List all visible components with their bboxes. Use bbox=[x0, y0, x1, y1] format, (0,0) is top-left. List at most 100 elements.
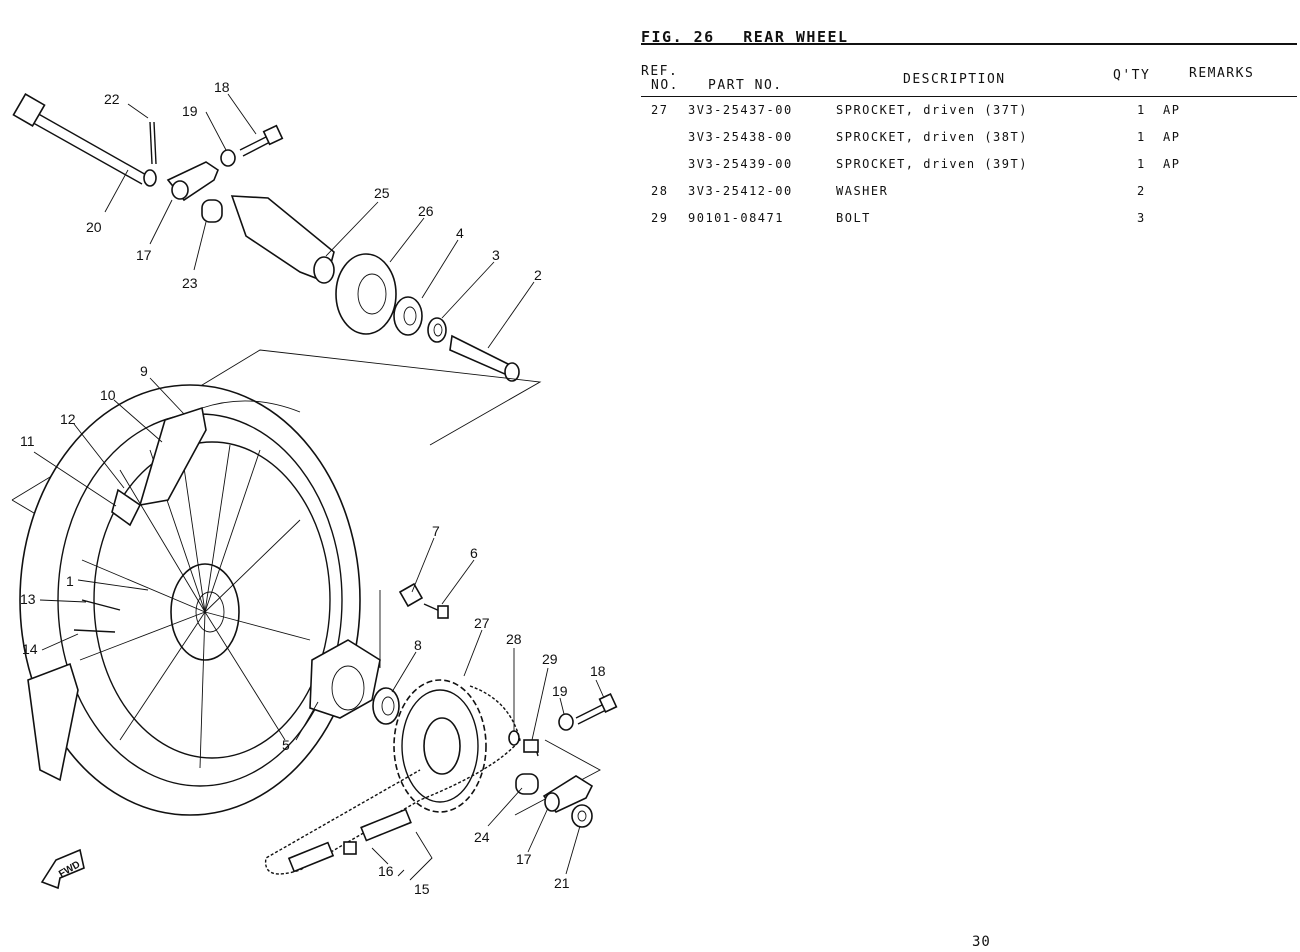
washer-28 bbox=[508, 730, 520, 746]
ref-cell: 27 bbox=[651, 103, 669, 117]
remarks-cell: AP bbox=[1163, 130, 1181, 144]
callouts: 22 18 19 20 17 23 25 26 4 3 2 9 10 12 11… bbox=[20, 79, 606, 897]
lock-washer bbox=[398, 582, 424, 608]
ref-cell: 29 bbox=[651, 211, 669, 225]
part-no-cell: 3V3-25437-00 bbox=[688, 103, 793, 117]
table-header-rule bbox=[641, 96, 1297, 97]
col-description: DESCRIPTION bbox=[903, 72, 1006, 87]
callout-6: 6 bbox=[470, 545, 478, 561]
description-cell: WASHER bbox=[836, 184, 889, 198]
col-part-no: PART NO. bbox=[708, 78, 783, 93]
callout-28: 28 bbox=[506, 631, 522, 647]
exploded-parts-diagram: FWD 22 18 19 20 17 23 25 26 4 3 2 9 10 bbox=[11, 79, 618, 897]
col-ref-line2: NO. bbox=[651, 78, 679, 93]
parts-table-header: REF. NO. PART NO. DESCRIPTION Q'TY REMAR… bbox=[641, 62, 1297, 96]
ref-cell: 28 bbox=[651, 184, 669, 198]
description-cell: SPROCKET, driven (38T) bbox=[836, 130, 1028, 144]
leader-lines bbox=[33, 93, 605, 881]
callout-4: 4 bbox=[456, 225, 464, 241]
remarks-cell: AP bbox=[1163, 157, 1181, 171]
header-rule bbox=[641, 43, 1297, 45]
brake-hub bbox=[335, 253, 397, 335]
parts-table: 27 3V3-25437-00 SPROCKET, driven (37T) 1… bbox=[641, 100, 1297, 235]
qty-cell: 1 bbox=[1137, 157, 1146, 171]
tire-section-lower bbox=[27, 662, 79, 782]
axle-nut bbox=[571, 804, 593, 828]
bolt-lower bbox=[575, 693, 618, 725]
callout-21: 21 bbox=[554, 875, 570, 891]
page-number: 30 bbox=[972, 934, 991, 950]
chain-puller-right bbox=[542, 775, 594, 813]
description-cell: BOLT bbox=[836, 211, 871, 225]
callout-27: 27 bbox=[474, 615, 490, 631]
tire-section bbox=[111, 400, 301, 527]
spacer bbox=[449, 334, 520, 382]
callout-3: 3 bbox=[492, 247, 500, 263]
figure-header: FIG. 26 REAR WHEEL bbox=[641, 28, 867, 46]
collar bbox=[201, 199, 223, 223]
callout-5: 5 bbox=[282, 737, 290, 753]
part-no-cell: 3V3-25439-00 bbox=[688, 157, 793, 171]
callout-23: 23 bbox=[182, 275, 198, 291]
callout-13: 13 bbox=[20, 591, 36, 607]
rear-axle bbox=[12, 93, 157, 187]
callout-15: 15 bbox=[414, 881, 430, 897]
col-qty: Q'TY bbox=[1113, 68, 1151, 83]
washer-top bbox=[220, 149, 236, 167]
fwd-arrow: FWD bbox=[40, 848, 85, 890]
qty-cell: 1 bbox=[1137, 130, 1146, 144]
cotter-pin bbox=[149, 121, 157, 165]
spoke-nipple-2 bbox=[73, 629, 116, 633]
spoke-nipple bbox=[81, 599, 121, 611]
callout-11: 11 bbox=[20, 433, 35, 449]
callout-17-top: 17 bbox=[136, 247, 152, 263]
figure-title: REAR WHEEL bbox=[743, 28, 849, 46]
description-cell: SPROCKET, driven (37T) bbox=[836, 103, 1028, 117]
callout-16: 16 bbox=[378, 863, 394, 879]
chain-puller-left bbox=[166, 161, 219, 202]
table-row: 29 90101-08471 BOLT 3 bbox=[641, 208, 1297, 235]
bearing-lower bbox=[372, 687, 400, 725]
brake-stay bbox=[230, 195, 335, 284]
washer-lower bbox=[558, 713, 574, 731]
chain-joint bbox=[287, 808, 412, 873]
callout-24: 24 bbox=[474, 829, 490, 845]
hub-bolt bbox=[423, 603, 449, 619]
callout-25: 25 bbox=[374, 185, 390, 201]
remarks-cell: AP bbox=[1163, 103, 1181, 117]
description-cell: SPROCKET, driven (39T) bbox=[836, 157, 1028, 171]
oil-seal bbox=[427, 317, 447, 343]
spokes bbox=[79, 439, 311, 769]
callout-22: 22 bbox=[104, 91, 120, 107]
table-row: 28 3V3-25412-00 WASHER 2 bbox=[641, 181, 1297, 208]
callout-18-lower: 18 bbox=[590, 663, 606, 679]
bolt-top bbox=[239, 124, 284, 157]
col-remarks: REMARKS bbox=[1189, 66, 1255, 81]
part-no-cell: 90101-08471 bbox=[688, 211, 784, 225]
drive-chain bbox=[264, 685, 521, 875]
col-ref-line1: REF. bbox=[641, 64, 679, 79]
callout-26: 26 bbox=[418, 203, 434, 219]
table-row: 27 3V3-25437-00 SPROCKET, driven (37T) 1… bbox=[641, 100, 1297, 127]
table-row: 3V3-25439-00 SPROCKET, driven (39T) 1 AP bbox=[641, 154, 1297, 181]
callout-17-lower: 17 bbox=[516, 851, 532, 867]
table-row: 3V3-25438-00 SPROCKET, driven (38T) 1 AP bbox=[641, 127, 1297, 154]
callout-19-lower: 19 bbox=[552, 683, 568, 699]
figure-number: FIG. 26 bbox=[641, 28, 715, 46]
callout-18-top: 18 bbox=[214, 79, 230, 95]
callout-12: 12 bbox=[60, 411, 76, 427]
clutch-hub bbox=[309, 639, 381, 719]
callout-1: 1 bbox=[66, 573, 74, 589]
callout-8: 8 bbox=[414, 637, 422, 653]
qty-cell: 1 bbox=[1137, 103, 1146, 117]
qty-cell: 2 bbox=[1137, 184, 1146, 198]
callout-9: 9 bbox=[140, 363, 148, 379]
qty-cell: 3 bbox=[1137, 211, 1146, 225]
part-no-cell: 3V3-25438-00 bbox=[688, 130, 793, 144]
callout-29: 29 bbox=[542, 651, 558, 667]
callout-20: 20 bbox=[86, 219, 102, 235]
part-no-cell: 3V3-25412-00 bbox=[688, 184, 793, 198]
callout-10: 10 bbox=[100, 387, 116, 403]
callout-7: 7 bbox=[432, 523, 440, 539]
callout-2: 2 bbox=[534, 267, 542, 283]
